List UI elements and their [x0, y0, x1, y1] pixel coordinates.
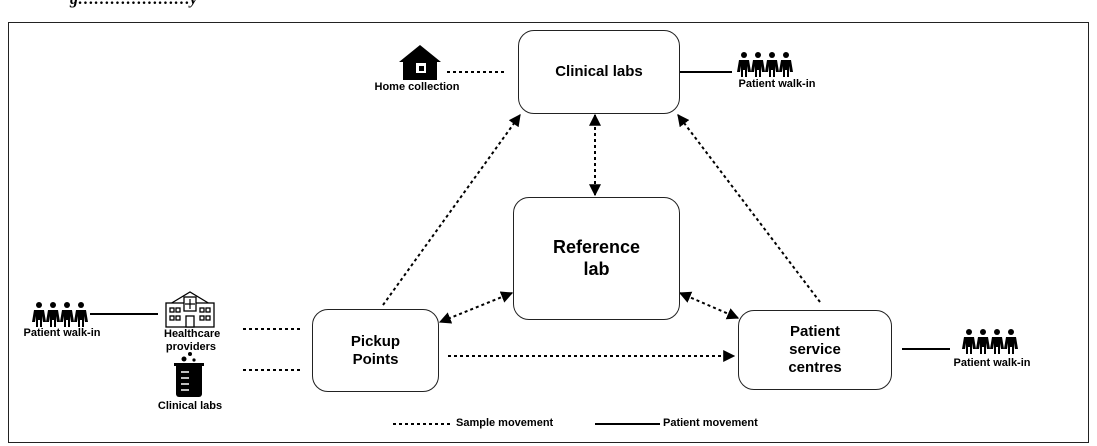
- clinical-labs-node: Clinical labs: [518, 30, 680, 114]
- psc-to-clinical-link: [677, 114, 821, 303]
- patient-service-centres-node: Patient service centres: [738, 310, 892, 390]
- pickup-points-node: Pickup Points: [312, 309, 439, 392]
- reference-psc-link: [678, 291, 740, 320]
- patient-service-centres-label: Patient service centres: [788, 323, 842, 376]
- reference-pickup-link: [438, 291, 514, 324]
- pickup-points-label: Pickup Points: [350, 332, 401, 368]
- hospital-icon: [165, 291, 215, 328]
- figure-frame: [8, 22, 1089, 443]
- patient-walkin-right-label: Patient walk-in: [953, 357, 1031, 369]
- patient-walkin-left-label: Patient walk-in: [23, 327, 101, 339]
- legend-sample-movement: Sample movement: [456, 417, 554, 429]
- clinical-labs-source-label: Clinical labs: [157, 400, 223, 412]
- home-collection-label: Home collection: [374, 81, 460, 93]
- reference-lab-label: Reference lab: [552, 236, 641, 279]
- patient-walkin-top-label: Patient walk-in: [738, 78, 816, 90]
- pickup-to-clinical-link: [382, 114, 521, 306]
- beaker-icon: [174, 352, 204, 397]
- figure-title-fragment: g…………………y: [70, 0, 197, 9]
- people-group-icon-top: [737, 52, 793, 77]
- people-group-icon-right: [962, 329, 1018, 354]
- house-icon: [399, 45, 441, 80]
- healthcare-providers-label: Healthcare providers: [164, 328, 221, 353]
- people-group-icon-left: [32, 302, 88, 327]
- legend-patient-movement: Patient movement: [663, 417, 758, 429]
- clinical-labs-label: Clinical labs: [555, 63, 643, 80]
- reference-lab-node: Reference lab: [513, 197, 680, 320]
